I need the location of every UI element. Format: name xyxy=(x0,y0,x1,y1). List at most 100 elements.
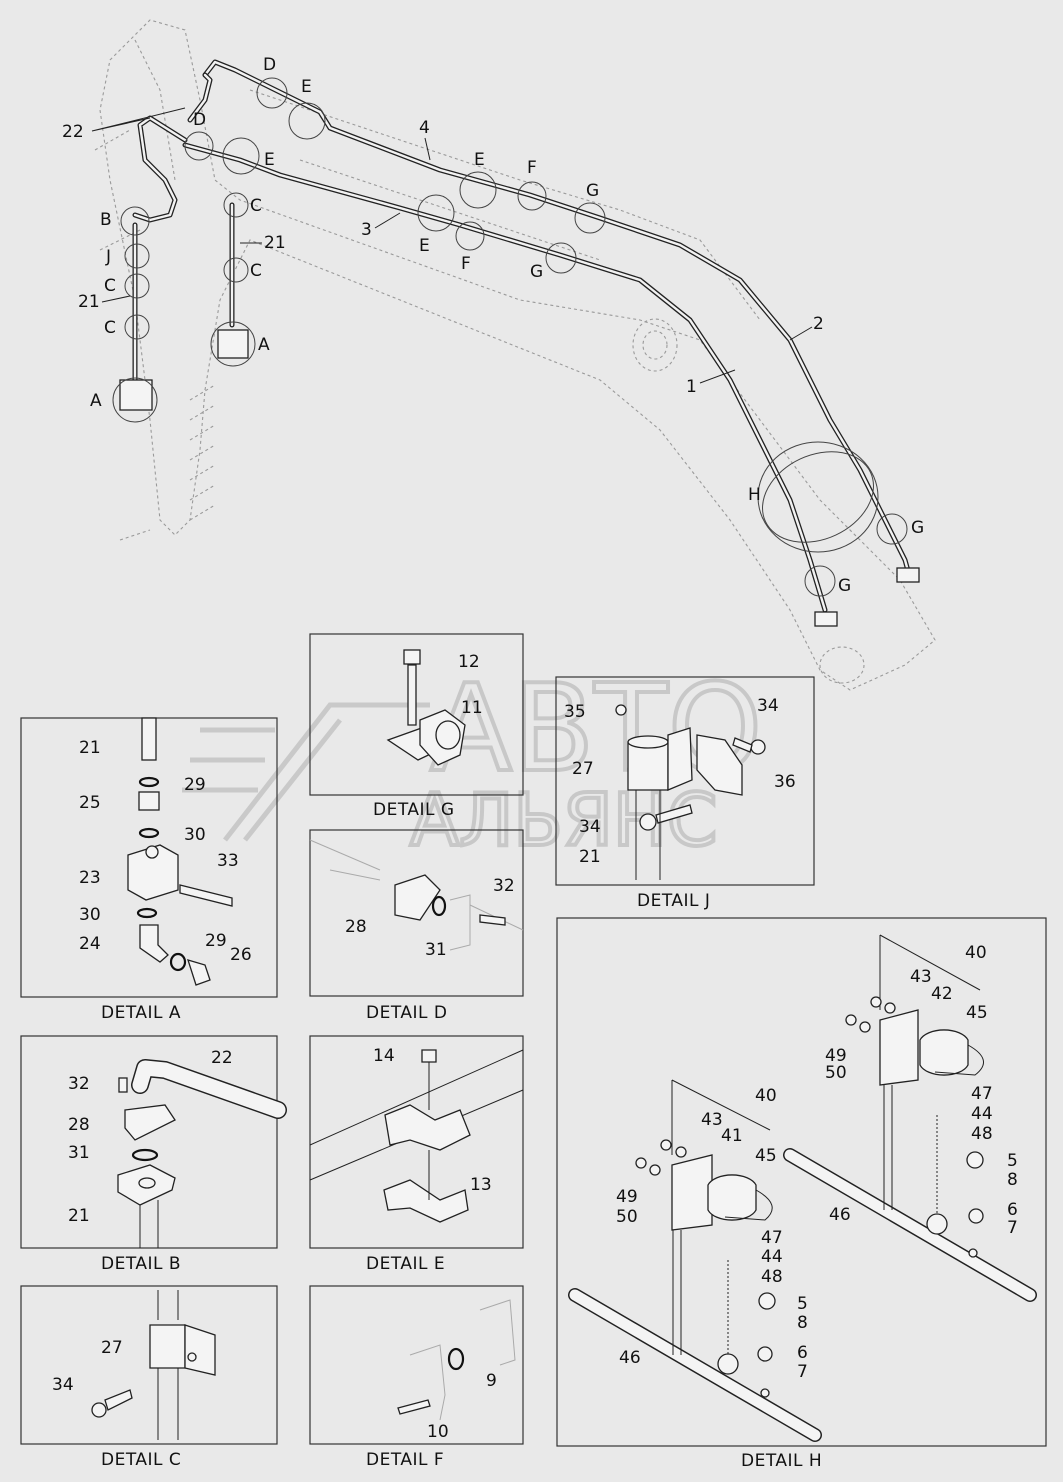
label-g3: G xyxy=(838,576,851,596)
detail-a-label-29: 29 xyxy=(184,775,206,795)
detail-b-label-28: 28 xyxy=(68,1115,90,1135)
detail-c-caption: DETAIL C xyxy=(101,1450,181,1470)
detail-h-label-8: 8 xyxy=(1007,1170,1018,1190)
detail-d-label-28: 28 xyxy=(345,917,367,937)
detail-h-label-46: 46 xyxy=(829,1205,851,1225)
detail-h-caption: DETAIL H xyxy=(741,1451,822,1471)
detail-h: 40 43 42 45 49 50 47 44 48 5 8 6 7 46 40… xyxy=(556,917,1047,1471)
detail-j-label-35: 35 xyxy=(564,702,586,722)
detail-a-label-33: 33 xyxy=(217,851,239,871)
label-e1: E xyxy=(301,77,312,97)
label-21b: 21 xyxy=(264,233,286,253)
detail-g-caption: DETAIL G xyxy=(373,800,455,820)
detail-j-label-21: 21 xyxy=(579,847,601,867)
main-view-labels: 22 D E D E 4 E F G 3 E F G B J C 21 C C … xyxy=(62,55,924,596)
detail-h-label-7: 7 xyxy=(1007,1218,1018,1238)
detail-h-label-48: 48 xyxy=(971,1124,993,1144)
detail-h-label-5b: 5 xyxy=(797,1294,808,1314)
detail-h-label-6: 6 xyxy=(1007,1200,1018,1220)
detail-f-label-10: 10 xyxy=(427,1422,449,1442)
detail-a-label-25: 25 xyxy=(79,793,101,813)
detail-h-label-8b: 8 xyxy=(797,1313,808,1333)
label-c3: C xyxy=(250,196,262,216)
label-e3: E xyxy=(474,150,485,170)
detail-h-label-45b: 45 xyxy=(755,1146,777,1166)
label-4: 4 xyxy=(419,118,430,138)
detail-j: 35 34 27 36 34 21 DETAIL J xyxy=(555,676,815,911)
detail-a-label-21: 21 xyxy=(79,738,101,758)
detail-b-caption: DETAIL B xyxy=(101,1254,181,1274)
detail-h-label-40: 40 xyxy=(965,943,987,963)
callout-circles xyxy=(112,77,908,597)
detail-c-label-34: 34 xyxy=(52,1375,74,1395)
detail-a-label-24: 24 xyxy=(79,934,101,954)
detail-h-label-43: 43 xyxy=(910,967,932,987)
detail-b-label-32: 32 xyxy=(68,1074,90,1094)
label-3: 3 xyxy=(361,220,372,240)
detail-g-label-11: 11 xyxy=(461,698,483,718)
detail-b-label-21: 21 xyxy=(68,1206,90,1226)
detail-g-label-12: 12 xyxy=(458,652,480,672)
detail-a-label-30b: 30 xyxy=(79,905,101,925)
boom-outline xyxy=(94,19,936,691)
watermark-text-2: АЛЬЯНС xyxy=(410,778,717,862)
detail-h-label-47b: 47 xyxy=(761,1228,783,1248)
detail-h-label-44b: 44 xyxy=(761,1247,783,1267)
label-g4: G xyxy=(911,518,924,538)
detail-h-label-6b: 6 xyxy=(797,1343,808,1363)
detail-h-label-41: 41 xyxy=(721,1126,743,1146)
label-e2: E xyxy=(264,150,275,170)
detail-h-label-48b: 48 xyxy=(761,1267,783,1287)
detail-a-caption: DETAIL A xyxy=(101,1003,181,1023)
label-a2: A xyxy=(258,335,270,355)
detail-h-label-46b: 46 xyxy=(619,1348,641,1368)
detail-a-label-26: 26 xyxy=(230,945,252,965)
detail-c: 27 34 DETAIL C xyxy=(20,1285,278,1470)
label-c2: C xyxy=(104,318,116,338)
label-g2: G xyxy=(530,262,543,282)
detail-h-label-49b: 49 xyxy=(616,1187,638,1207)
detail-f-label-9: 9 xyxy=(486,1371,497,1391)
detail-h-label-50b: 50 xyxy=(616,1207,638,1227)
detail-h-label-7b: 7 xyxy=(797,1362,808,1382)
label-h: H xyxy=(748,485,761,505)
detail-h-label-5: 5 xyxy=(1007,1151,1018,1171)
detail-h-label-50: 50 xyxy=(825,1063,847,1083)
detail-h-label-47: 47 xyxy=(971,1084,993,1104)
label-21a: 21 xyxy=(78,292,100,312)
detail-g: 12 11 DETAIL G xyxy=(309,633,524,820)
label-f1: F xyxy=(527,158,537,178)
label-c1: C xyxy=(104,276,116,296)
detail-d-label-31: 31 xyxy=(425,940,447,960)
detail-j-label-34: 34 xyxy=(757,696,779,716)
detail-b-label-31: 31 xyxy=(68,1143,90,1163)
label-d1: D xyxy=(263,55,276,75)
detail-d-caption: DETAIL D xyxy=(366,1003,448,1023)
detail-h-label-49: 49 xyxy=(825,1046,847,1066)
detail-a: 21 29 25 30 23 33 30 24 29 26 DETAIL A xyxy=(20,717,278,1023)
label-c4: C xyxy=(250,261,262,281)
detail-h-label-43b: 43 xyxy=(701,1110,723,1130)
label-a1: A xyxy=(90,391,102,411)
detail-h-label-40b: 40 xyxy=(755,1086,777,1106)
label-1: 1 xyxy=(686,377,697,397)
detail-a-label-29b: 29 xyxy=(205,931,227,951)
label-2: 2 xyxy=(813,314,824,334)
label-g1: G xyxy=(586,181,599,201)
detail-h-label-44: 44 xyxy=(971,1104,993,1124)
pipes xyxy=(119,59,920,627)
detail-j-caption: DETAIL J xyxy=(637,891,710,911)
detail-d: 32 28 31 DETAIL D xyxy=(309,829,524,1023)
detail-j-label-36: 36 xyxy=(774,772,796,792)
detail-h-label-42: 42 xyxy=(931,984,953,1004)
detail-j-label-27: 27 xyxy=(572,759,594,779)
detail-e-label-14: 14 xyxy=(373,1046,395,1066)
detail-h-label-45: 45 xyxy=(966,1003,988,1023)
detail-a-label-23: 23 xyxy=(79,868,101,888)
detail-f: 9 10 DETAIL F xyxy=(309,1285,524,1470)
detail-e-label-13: 13 xyxy=(470,1175,492,1195)
detail-c-label-27: 27 xyxy=(101,1338,123,1358)
detail-a-label-30: 30 xyxy=(184,825,206,845)
